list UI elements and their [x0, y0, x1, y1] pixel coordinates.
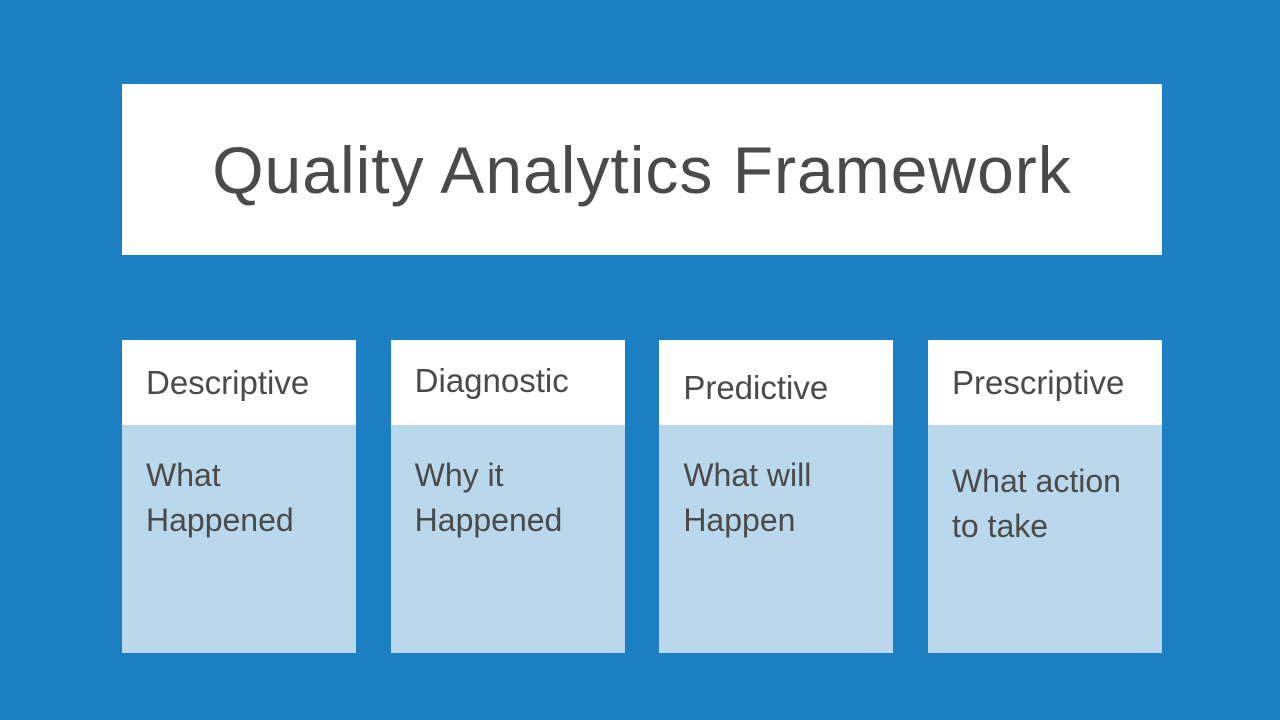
- column-card-diagnostic: Diagnostic Why it Happened: [390, 340, 625, 653]
- column-header-label: Descriptive: [146, 363, 310, 401]
- column-body-text: Why it Happened: [414, 457, 563, 538]
- column-header-label: Prescriptive: [951, 363, 1125, 401]
- column-card-predictive: Predictive What will Happen: [659, 340, 894, 653]
- column-header-label: Diagnostic: [414, 361, 569, 399]
- column-header: Diagnostic: [390, 340, 625, 425]
- column-body-text: What Happened: [146, 457, 294, 538]
- columns-row: Descriptive What Happened Diagnostic Why…: [122, 340, 1162, 653]
- column-body-text: What will Happen: [683, 457, 812, 538]
- column-header: Prescriptive: [927, 340, 1162, 425]
- title-panel: Quality Analytics Framework: [122, 84, 1162, 255]
- column-body-text: What action to take: [951, 463, 1121, 544]
- slide-title: Quality Analytics Framework: [212, 132, 1072, 207]
- column-header: Descriptive: [122, 340, 356, 425]
- column-body: What Happened: [122, 425, 356, 653]
- column-body: What action to take: [927, 425, 1162, 653]
- column-body: What will Happen: [659, 425, 894, 653]
- column-header-label: Predictive: [683, 368, 829, 406]
- column-body: Why it Happened: [390, 425, 625, 653]
- column-header: Predictive: [659, 340, 894, 425]
- column-card-descriptive: Descriptive What Happened: [122, 340, 356, 653]
- column-card-prescriptive: Prescriptive What action to take: [927, 340, 1162, 653]
